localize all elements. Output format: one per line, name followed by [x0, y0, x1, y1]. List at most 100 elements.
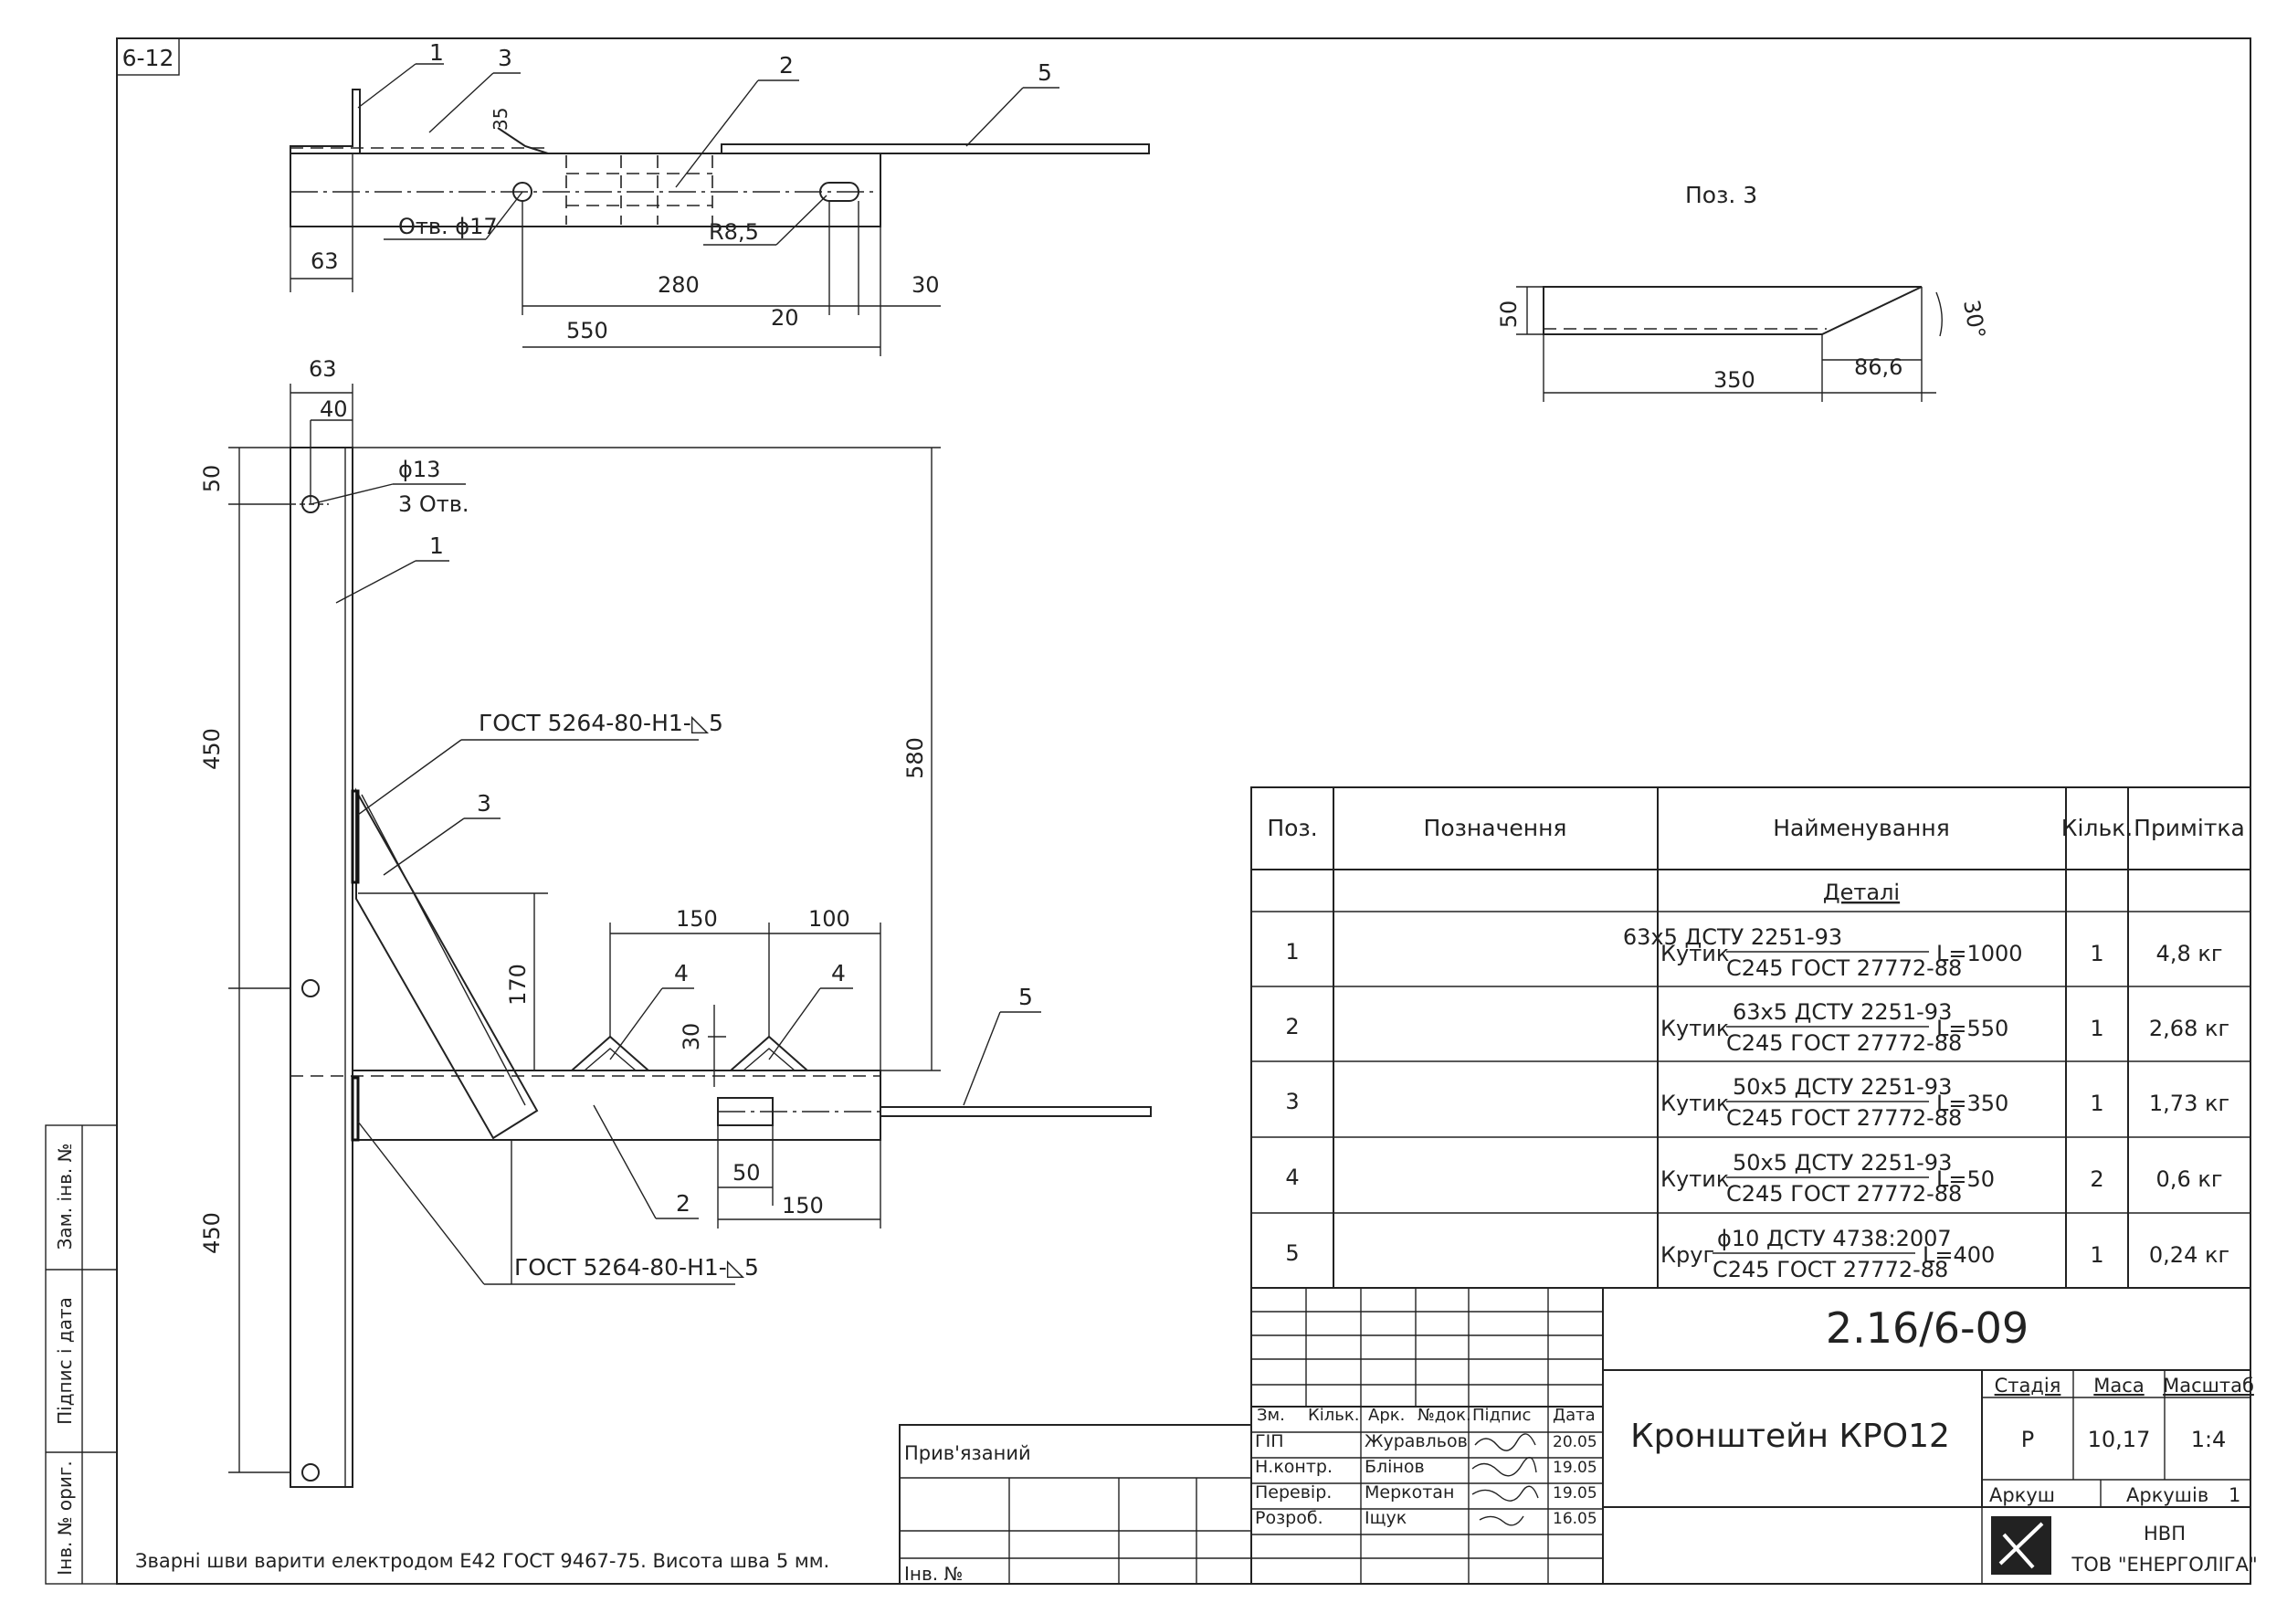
weld-label-1: ГОСТ 5264-80-Н1-◺5	[479, 710, 723, 736]
mass-value: 10,17	[2088, 1427, 2151, 1452]
side-label-2: Підпис і дата	[54, 1297, 76, 1425]
front-callout-3: 3	[477, 790, 491, 817]
front-dim-150b: 150	[782, 1193, 824, 1218]
inv-label: Інв. №	[904, 1563, 963, 1585]
signature-1	[1474, 1433, 1536, 1451]
front-dim-50b: 50	[732, 1160, 761, 1186]
company-name-1: НВП	[2144, 1523, 2186, 1545]
scale-value: 1:4	[2191, 1427, 2227, 1452]
svg-text:L=400: L=400	[1923, 1242, 1995, 1268]
signature-2	[1471, 1457, 1537, 1477]
svg-text:63x5 ДСТУ 2251-93: 63x5 ДСТУ 2251-93	[1733, 999, 1952, 1025]
svg-text:0,24 кг: 0,24 кг	[2149, 1242, 2229, 1268]
signature-4	[1479, 1515, 1524, 1526]
scale-label: Масштаб	[2163, 1375, 2254, 1397]
brace-3	[355, 787, 539, 1140]
side-stamp: Зам. інв. № Підпис і дата Інв. № ориг.	[45, 1124, 118, 1585]
svg-text:Кутик: Кутик	[1660, 1166, 1729, 1192]
angle-1-elevation	[290, 447, 353, 1488]
svg-text:2: 2	[1285, 1014, 1299, 1039]
side-label-1: Зам. інв. №	[54, 1144, 76, 1250]
svg-text:20.05: 20.05	[1553, 1433, 1597, 1451]
mass-label: Маса	[2093, 1375, 2144, 1397]
svg-text:63x5 ДСТУ 2251-93: 63x5 ДСТУ 2251-93	[1623, 924, 1842, 950]
top-dim-20: 20	[771, 305, 799, 331]
svg-text:1: 1	[2090, 941, 2103, 966]
front-callout-2: 2	[676, 1190, 690, 1217]
spec-header-note: Примітка	[2134, 815, 2245, 841]
spec-row: 4 Кутик 50x5 ДСТУ 2251-93 С245 ГОСТ 2777…	[1285, 1150, 2222, 1207]
top-callout-1: 1	[429, 39, 444, 66]
top-dim-30: 30	[912, 272, 940, 298]
doc-code: 2.16/6-09	[1826, 1303, 2029, 1353]
svg-text:2,68 кг: 2,68 кг	[2149, 1016, 2229, 1041]
spec-header-qty: Кільк.	[2061, 815, 2133, 841]
svg-text:Кутик: Кутик	[1660, 941, 1729, 966]
spec-table: Поз. Позначення Найменування Кільк. Прим…	[1250, 786, 2251, 1289]
weld-label-2: ГОСТ 5264-80-Н1-◺5	[514, 1254, 759, 1281]
svg-text:Зм.: Зм.	[1257, 1406, 1285, 1425]
front-dim-150a: 150	[676, 906, 718, 932]
svg-text:Меркотан: Меркотан	[1365, 1482, 1454, 1503]
spec-row: 5 Круг ϕ10 ДСТУ 4738:2007 С245 ГОСТ 2777…	[1285, 1226, 2229, 1282]
front-dim-170: 170	[505, 964, 531, 1006]
top-view: 1 3 2 5 63 280 30 20 550 35 Отв. ϕ17 R8,…	[290, 39, 1150, 356]
spec-header-name: Найменування	[1773, 815, 1950, 841]
svg-text:Дата: Дата	[1553, 1406, 1596, 1425]
svg-text:L=1000: L=1000	[1936, 941, 2023, 966]
front-callout-1: 1	[429, 533, 444, 559]
svg-text:19.05: 19.05	[1553, 1484, 1597, 1503]
svg-text:L=350: L=350	[1936, 1091, 2008, 1116]
svg-text:Перевір.: Перевір.	[1255, 1482, 1332, 1503]
svg-text:4,8 кг: 4,8 кг	[2156, 941, 2223, 966]
svg-text:1: 1	[2090, 1091, 2103, 1116]
top-dim-280: 280	[658, 272, 700, 298]
front-dim-63: 63	[309, 356, 337, 382]
corner-tag-box	[116, 37, 180, 76]
front-holes-count: 3 Отв.	[398, 491, 469, 517]
top-callout-3: 3	[498, 45, 512, 71]
sheets-label: Аркушів	[2126, 1484, 2208, 1506]
pos3-shape	[1543, 286, 1923, 335]
front-dim-100: 100	[808, 906, 850, 932]
front-callout-5: 5	[1018, 984, 1033, 1010]
front-dim-450b: 450	[199, 1212, 225, 1254]
svg-text:Підпис: Підпис	[1472, 1406, 1531, 1425]
svg-text:С245 ГОСТ 27772-88: С245 ГОСТ 27772-88	[1726, 1181, 1962, 1207]
svg-text:4: 4	[1285, 1165, 1299, 1190]
part-name: Кронштейн КРО12	[1630, 1418, 1950, 1455]
top-dim-35: 35	[490, 108, 511, 131]
front-view: 63 40 50 450 450 580 170 150 100 30 50	[199, 356, 1152, 1488]
svg-text:С245 ГОСТ 27772-88: С245 ГОСТ 27772-88	[1726, 955, 1962, 981]
front-hole-label: ϕ13	[398, 457, 440, 482]
svg-text:0,6 кг: 0,6 кг	[2156, 1166, 2223, 1192]
svg-text:3: 3	[1285, 1089, 1299, 1114]
spec-header-pos: Поз.	[1267, 815, 1317, 841]
front-dim-30: 30	[679, 1023, 704, 1051]
front-dim-580: 580	[902, 737, 928, 779]
svg-text:С245 ГОСТ 27772-88: С245 ГОСТ 27772-88	[1713, 1257, 1948, 1282]
pos3-dim-86: 86,6	[1854, 354, 1902, 380]
angle-4b	[730, 1035, 808, 1071]
stage-value: Р	[2021, 1427, 2034, 1452]
front-dim-40: 40	[320, 396, 348, 422]
top-hole-label: Отв. ϕ17	[398, 214, 498, 239]
angle-1-section	[290, 89, 361, 154]
svg-text:50x5 ДСТУ 2251-93: 50x5 ДСТУ 2251-93	[1733, 1150, 1952, 1176]
top-dim-63: 63	[311, 248, 339, 274]
front-callout-4b: 4	[831, 960, 846, 986]
svg-text:Кільк.: Кільк.	[1308, 1406, 1360, 1425]
svg-text:Арк.: Арк.	[1368, 1406, 1405, 1425]
spec-header-code: Позначення	[1424, 815, 1567, 841]
company-name-2: ТОВ "ЕНЕРГОЛІГА"	[2071, 1554, 2257, 1576]
svg-text:L=550: L=550	[1936, 1016, 2008, 1041]
top-callout-2: 2	[779, 52, 794, 79]
pos2-elevation	[352, 1070, 881, 1141]
linked-block: Прив'язаний Інв. №	[899, 1424, 1252, 1585]
svg-text:Круг: Круг	[1660, 1242, 1714, 1268]
front-dim-450a: 450	[199, 728, 225, 770]
spec-row: 2 Кутик 63x5 ДСТУ 2251-93 С245 ГОСТ 2777…	[1285, 999, 2229, 1056]
company-logo-icon	[1991, 1516, 2051, 1575]
rod-5-plan	[721, 143, 1150, 154]
